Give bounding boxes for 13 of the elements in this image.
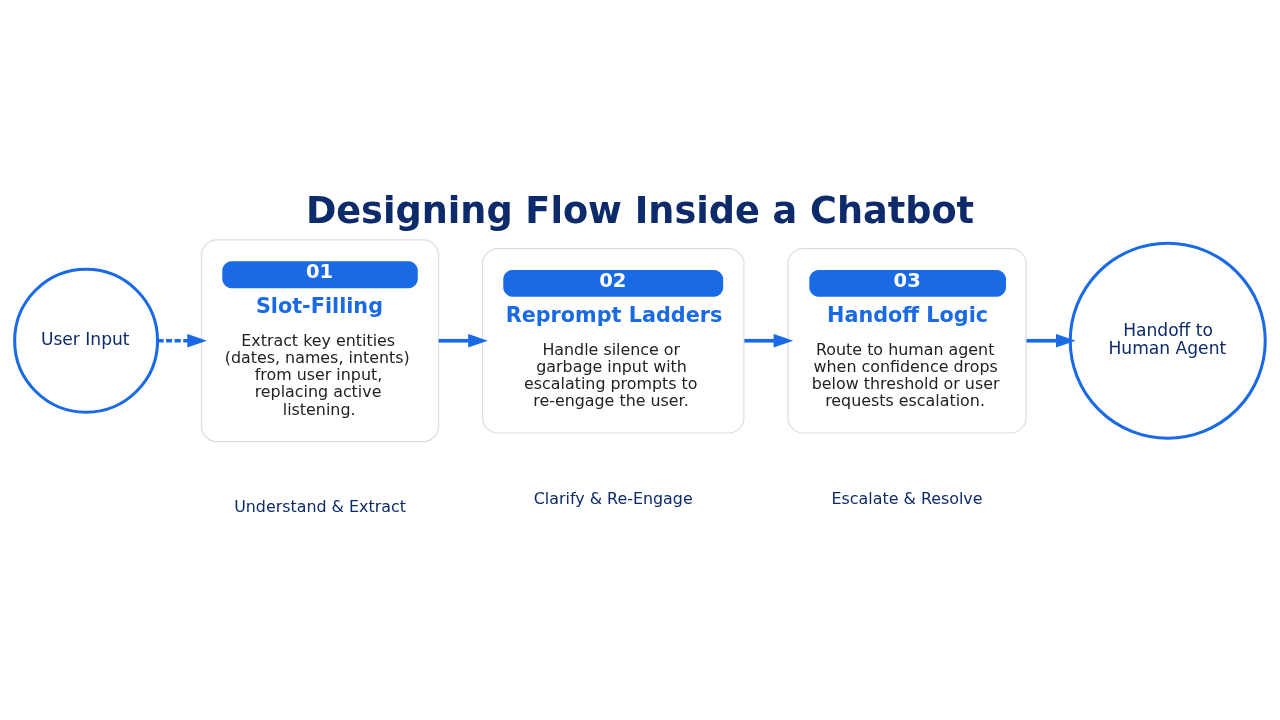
arrow (1026, 333, 1076, 348)
arrow (157, 333, 207, 348)
node-circle: User Input (13, 267, 160, 414)
label: Understand & Extract (234, 497, 406, 517)
node-box: 01 Slot-Filling Extract key entities (dates, names, intents) from user input, replacing active listening. (200, 239, 440, 443)
node-circle: Handoff to Human Agent (1068, 241, 1267, 440)
node-box: 03 Handoff Logic Route to human agent when confidence drops below threshold or user requests escalation. (787, 247, 1027, 434)
label: Escalate & Resolve (831, 488, 983, 508)
arrow (438, 333, 488, 348)
arrow (744, 333, 794, 348)
node-box: 02 Reprompt Ladders Handle silence or garbage input with escalating prompts to re-engage the user. (481, 247, 745, 434)
diagram-title: Designing Flow Inside a Chatbot (305, 188, 975, 232)
label: Clarify & Re-Engage (533, 488, 693, 508)
